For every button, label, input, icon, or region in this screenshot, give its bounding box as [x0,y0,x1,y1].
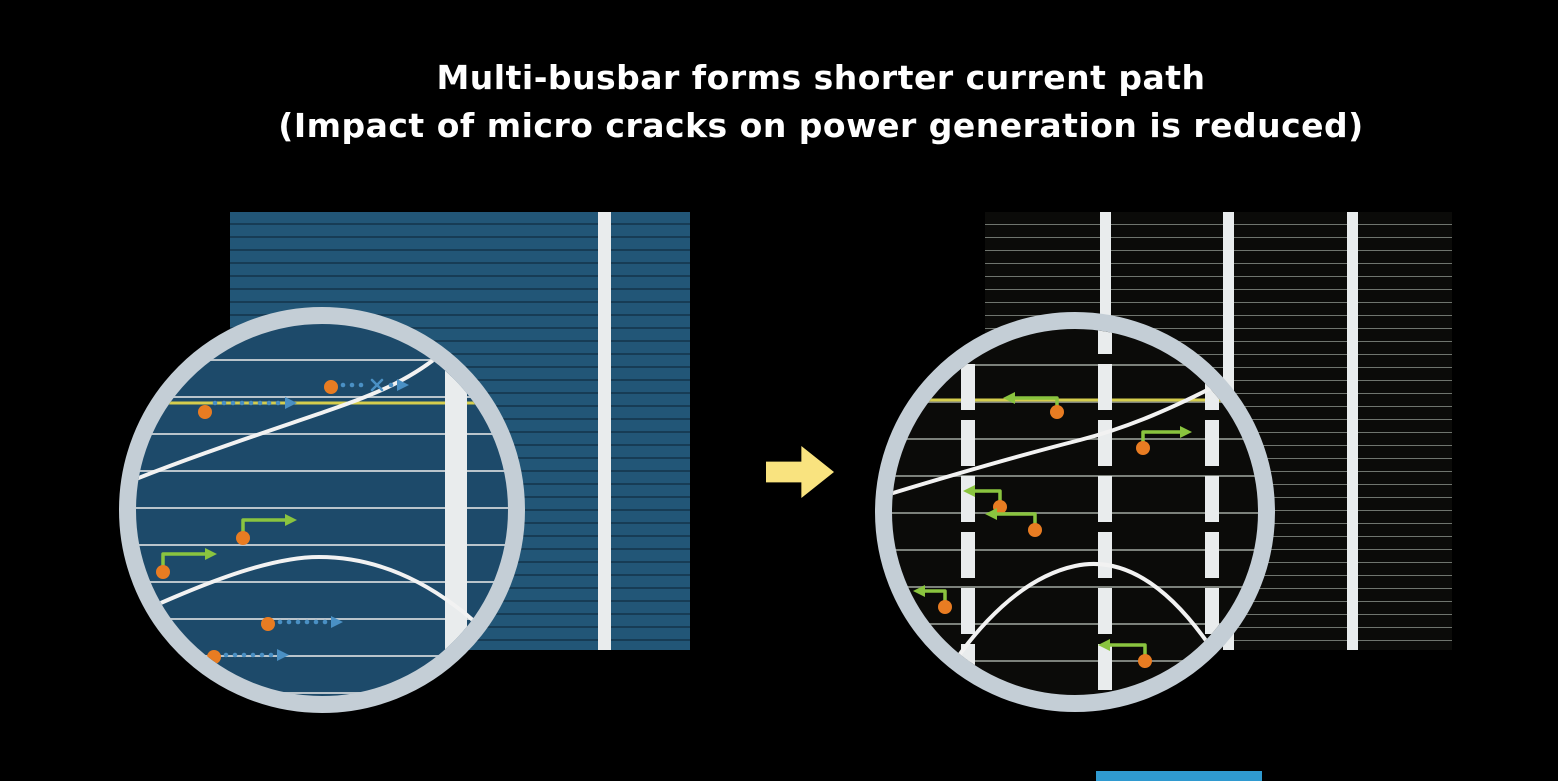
transition-arrow-icon [766,446,834,498]
green-path-arrow [1136,426,1192,455]
busbar-stripe [598,212,611,650]
micro-crack-line [136,345,451,482]
green-path-arrow [1098,639,1152,668]
bottom-accent-bar [1096,771,1262,781]
page-title: Multi-busbar forms shorter current path … [42,54,1558,150]
right-magnifier-view [892,329,1258,695]
blocked-x-icon [370,378,384,392]
blocked-current-arrow [340,378,409,392]
green-path-arrow [985,508,1042,537]
magnified-busbar-stripe [445,324,467,696]
title-line-1: Multi-busbar forms shorter current path [436,58,1206,97]
blue-dotted-arrow [212,397,297,409]
electron-dot [324,380,338,394]
title-line-2: (Impact of micro cracks on power generat… [278,106,1364,145]
busbar-stripe [1347,212,1358,650]
blue-dotted-arrow [277,616,343,628]
electron-dot [198,405,212,419]
green-path-arrow [236,514,297,545]
micro-crack-line [932,562,1209,695]
electron-dot [207,650,221,664]
right-magnifier [875,312,1275,712]
electron-dot [261,617,275,631]
green-path-arrow [156,548,217,579]
green-path-arrow [1003,392,1064,419]
left-magnifier [119,307,525,713]
green-path-arrow [913,585,952,614]
left-magnifier-view [136,324,508,696]
micro-crack-line [136,554,508,661]
micro-crack-line [892,380,1225,496]
blue-dotted-arrow [223,649,289,661]
